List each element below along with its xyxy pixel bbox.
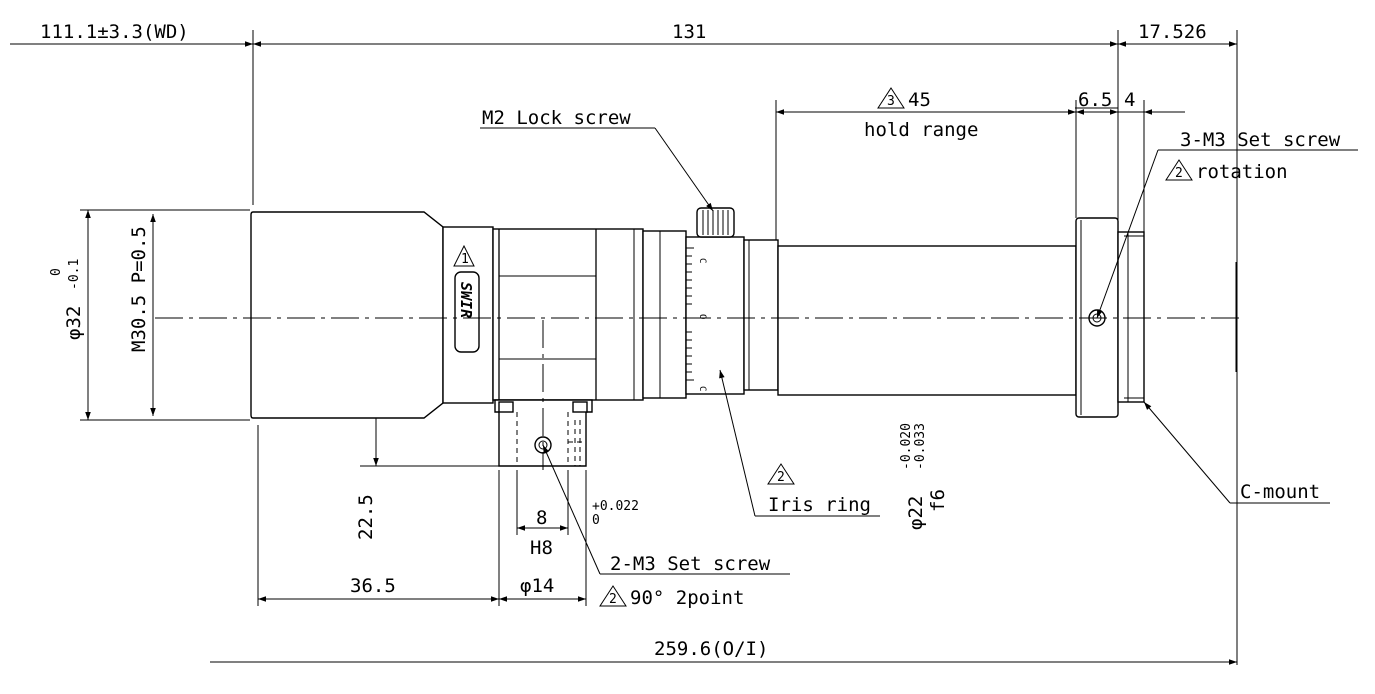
dim-4-label: 4 (1124, 89, 1135, 111)
lens-body: C O C (250, 207, 1237, 470)
revision-2-iris-mark: 2 (767, 463, 795, 485)
width-8-label: 8 (536, 507, 547, 529)
mid-section (492, 228, 644, 401)
revision-2-point-mark: 2 (599, 585, 627, 607)
svg-text:3: 3 (887, 94, 895, 109)
iris-ring (685, 236, 745, 395)
height-22-5-label: 22.5 (355, 494, 377, 540)
tol-h8-upper: +0.022 (592, 499, 639, 514)
front-barrel (250, 211, 444, 419)
point-90-label: 90° 2point (630, 587, 744, 609)
dim-6-5-label: 6.5 (1078, 89, 1112, 111)
set-screw-2-label: 2-M3 Set screw (610, 553, 771, 575)
revision-2-rotation-mark: 2 (1165, 159, 1193, 181)
c-mount-label: C-mount (1240, 481, 1320, 503)
hold-range-label: hold range (864, 119, 978, 141)
diameter-14-label: φ14 (520, 575, 554, 597)
fit-f6-label: f6 (927, 489, 949, 512)
c-mount-thread (1117, 231, 1145, 403)
total-length-label: 259.6(O/I) (654, 638, 768, 660)
tol-22-upper: -0.020 (899, 423, 914, 470)
flange-focal-label: 17.526 (1138, 21, 1207, 43)
dim-36-5-label: 36.5 (350, 575, 396, 597)
iris-ring-label: Iris ring (768, 494, 871, 516)
rear-collar (743, 239, 779, 391)
diameter-22-label: φ22 (905, 496, 927, 530)
iris-scale: C O C (686, 247, 707, 391)
svg-text:2: 2 (777, 470, 785, 485)
lock-screw-label: M2 Lock screw (482, 107, 631, 129)
length-131-label: 131 (672, 21, 706, 43)
swir-badge: SWIR (454, 271, 480, 353)
diameter-32-label: φ32 (63, 306, 85, 340)
revision-1-mark: 1 (453, 244, 475, 267)
iris-label-c-bottom: C (697, 386, 707, 391)
svg-text:1: 1 (461, 252, 469, 267)
leader-lines (480, 127, 1358, 575)
tol-h8-lower: 0 (592, 513, 600, 528)
tol-22-lower: -0.033 (913, 423, 928, 470)
iris-label-o: O (697, 314, 707, 319)
fit-h8-label: H8 (530, 537, 553, 559)
tol-32-upper: 0 (49, 268, 64, 276)
thread-label: M30.5 P=0.5 (128, 226, 150, 352)
set-screw-3-label: 3-M3 Set screw (1180, 129, 1341, 151)
revision-marks: 1 3 2 2 2 (453, 87, 1193, 607)
iris-label-c-top: C (697, 258, 707, 263)
working-distance-label: 111.1±3.3(WD) (40, 21, 189, 43)
main-tube (777, 245, 1077, 396)
swir-label: SWIR (457, 282, 475, 318)
rotation-label: rotation (1196, 161, 1288, 183)
callout-labels: M2 Lock screw 3-M3 Set screw rotation 2-… (482, 107, 1341, 609)
svg-text:2: 2 (609, 592, 617, 607)
lock-screw-knob (696, 207, 735, 238)
dimension-labels: 111.1±3.3(WD) 131 17.526 45 hold range 6… (40, 21, 1207, 660)
svg-text:2: 2 (1175, 166, 1183, 181)
hold-range-value: 45 (908, 89, 931, 111)
tol-32-lower: -0.1 (67, 259, 82, 290)
revision-3-mark: 3 (877, 87, 905, 109)
